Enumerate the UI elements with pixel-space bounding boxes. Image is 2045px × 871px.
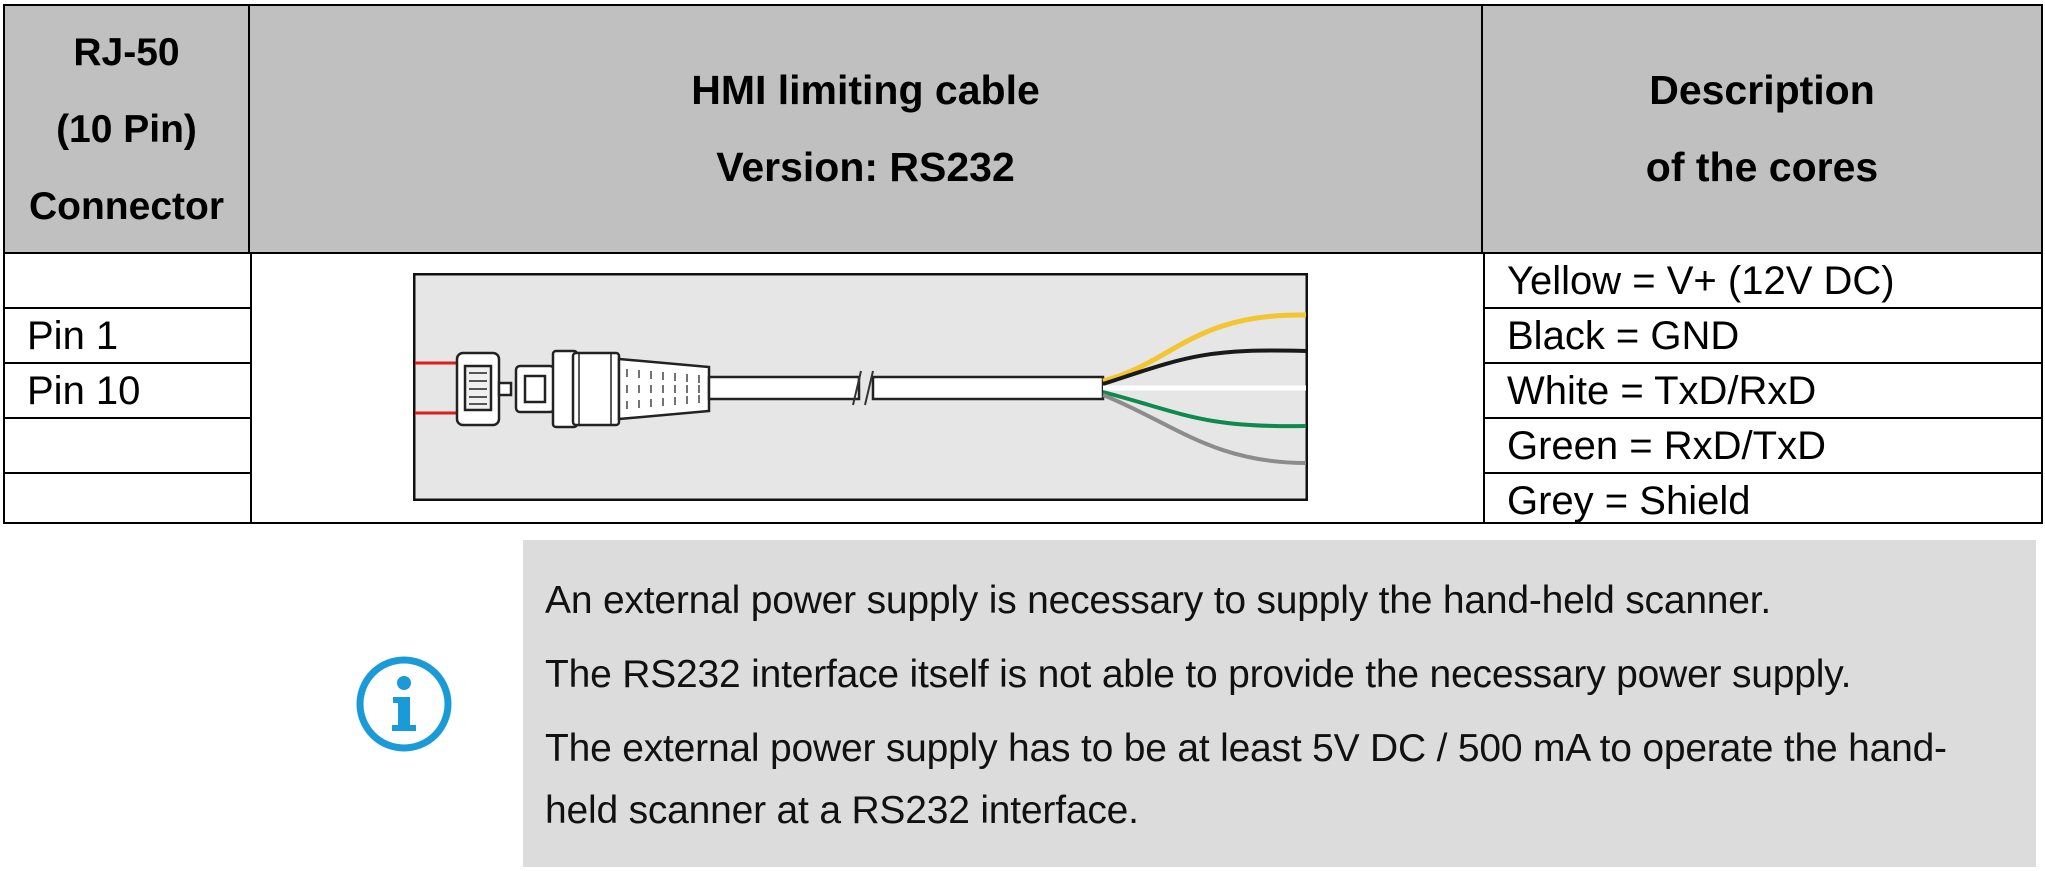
pin-assignment-table: RJ-50 (10 Pin) Connector HMI limiting ca… [3,4,2043,524]
wire-black [1102,348,1307,386]
core-description: Black = GND [1485,309,2041,364]
info-icon-dot [397,676,411,690]
note-line: The RS232 interface itself is not able t… [545,653,1852,696]
header-desc-line2: of the cores [1645,144,1879,190]
core-description: Grey = Shield [1507,479,1751,523]
column-divider-2 [1483,252,1485,522]
header-divider [5,252,2041,254]
header-rj50-connector: RJ-50 (10 Pin) Connector [5,6,250,252]
pin-cell [5,474,250,529]
note-line: The external power supply has to be at l… [545,727,1947,832]
note-line: An external power supply is necessary to… [545,579,1772,622]
header-cable-line1: HMI limiting cable [691,67,1040,113]
column-divider-1 [250,252,252,522]
pin-cell [5,254,250,309]
header-cable-line2: Version: RS232 [716,144,1015,190]
wire-yellow [1102,312,1307,384]
header-cable: HMI limiting cable Version: RS232 [250,6,1483,252]
core-description: Yellow = V+ (12V DC) [1485,254,2041,309]
rj50-plug-icon [455,351,513,427]
core-description: Green = RxD/TxD [1485,419,2041,474]
info-icon [356,656,452,752]
cable-illustration [413,273,1308,501]
pin-cell [5,419,250,474]
header-rj50-line3: Connector [29,184,224,228]
header-desc-line1: Description [1649,67,1875,113]
cable-sheath [707,375,1105,401]
header-rj50-line1: RJ-50 [73,30,180,74]
core-description: White = TxD/RxD [1485,364,2041,419]
strain-relief-ribs [626,369,700,409]
info-icon-stem [392,697,416,731]
pin-cell: Pin 10 [5,364,250,419]
wire-green [1102,390,1307,429]
cable-break-mark [852,370,874,406]
pin-cell: Pin 1 [5,309,250,364]
header-rj50-line2: (10 Pin) [56,107,197,151]
wire-grey [1102,393,1307,465]
header-description: Description of the cores [1483,6,2041,252]
power-supply-note: An external power supply is necessary to… [523,540,2036,867]
